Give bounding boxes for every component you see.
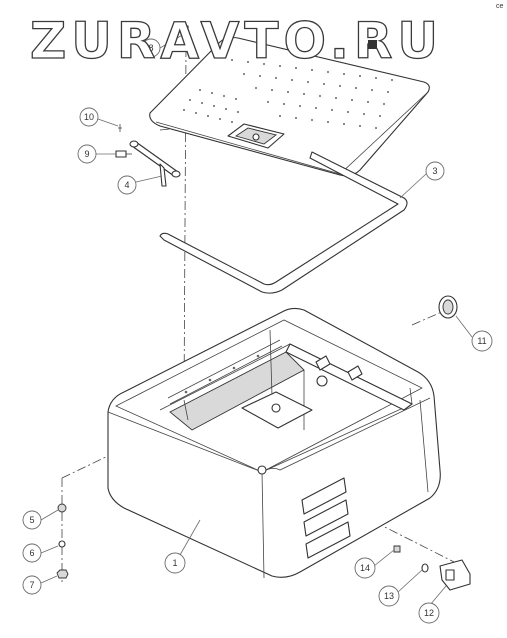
- seal-gasket: [159, 151, 408, 294]
- svg-text:10: 10: [84, 112, 94, 122]
- grommet: [438, 295, 458, 319]
- svg-text:12: 12: [424, 608, 434, 618]
- callout-7: 7: [22, 575, 42, 595]
- callout-8: 8: [141, 38, 161, 58]
- main-housing: [107, 307, 441, 579]
- svg-text:8: 8: [148, 43, 153, 53]
- hinge-screw: [115, 124, 132, 158]
- callout-11: 11: [471, 330, 493, 352]
- callouts: 8 10 9 4 3 11 1 5 6 7 14 13 12: [22, 38, 493, 624]
- top-cover: [149, 25, 430, 177]
- corner-mark: ce: [496, 3, 504, 10]
- fastener-stack: [56, 503, 69, 579]
- callout-6: 6: [22, 543, 42, 563]
- cover-vent-holes: [183, 59, 393, 129]
- svg-text:13: 13: [384, 591, 394, 601]
- callout-5: 5: [22, 510, 42, 530]
- callout-9: 9: [77, 144, 97, 164]
- watermark-square: [368, 40, 377, 49]
- svg-text:4: 4: [124, 180, 129, 190]
- callout-12: 12: [418, 602, 440, 624]
- svg-text:5: 5: [29, 515, 34, 525]
- leader-lines: [40, 33, 473, 606]
- callout-3: 3: [425, 161, 445, 181]
- callout-13: 13: [378, 585, 400, 607]
- callout-10: 10: [79, 107, 99, 127]
- connector-assembly: [393, 545, 471, 591]
- svg-text:11: 11: [477, 336, 486, 346]
- svg-text:6: 6: [29, 548, 34, 558]
- callout-4: 4: [117, 175, 137, 195]
- callout-14: 14: [354, 557, 376, 579]
- hinge-rod: [129, 140, 181, 187]
- svg-text:7: 7: [29, 580, 34, 590]
- callout-1: 1: [164, 552, 186, 574]
- svg-text:1: 1: [172, 558, 177, 568]
- svg-text:3: 3: [432, 166, 437, 176]
- svg-text:9: 9: [84, 149, 89, 159]
- svg-text:14: 14: [360, 563, 370, 573]
- watermark-text: ZURAVTO.RU: [30, 12, 443, 70]
